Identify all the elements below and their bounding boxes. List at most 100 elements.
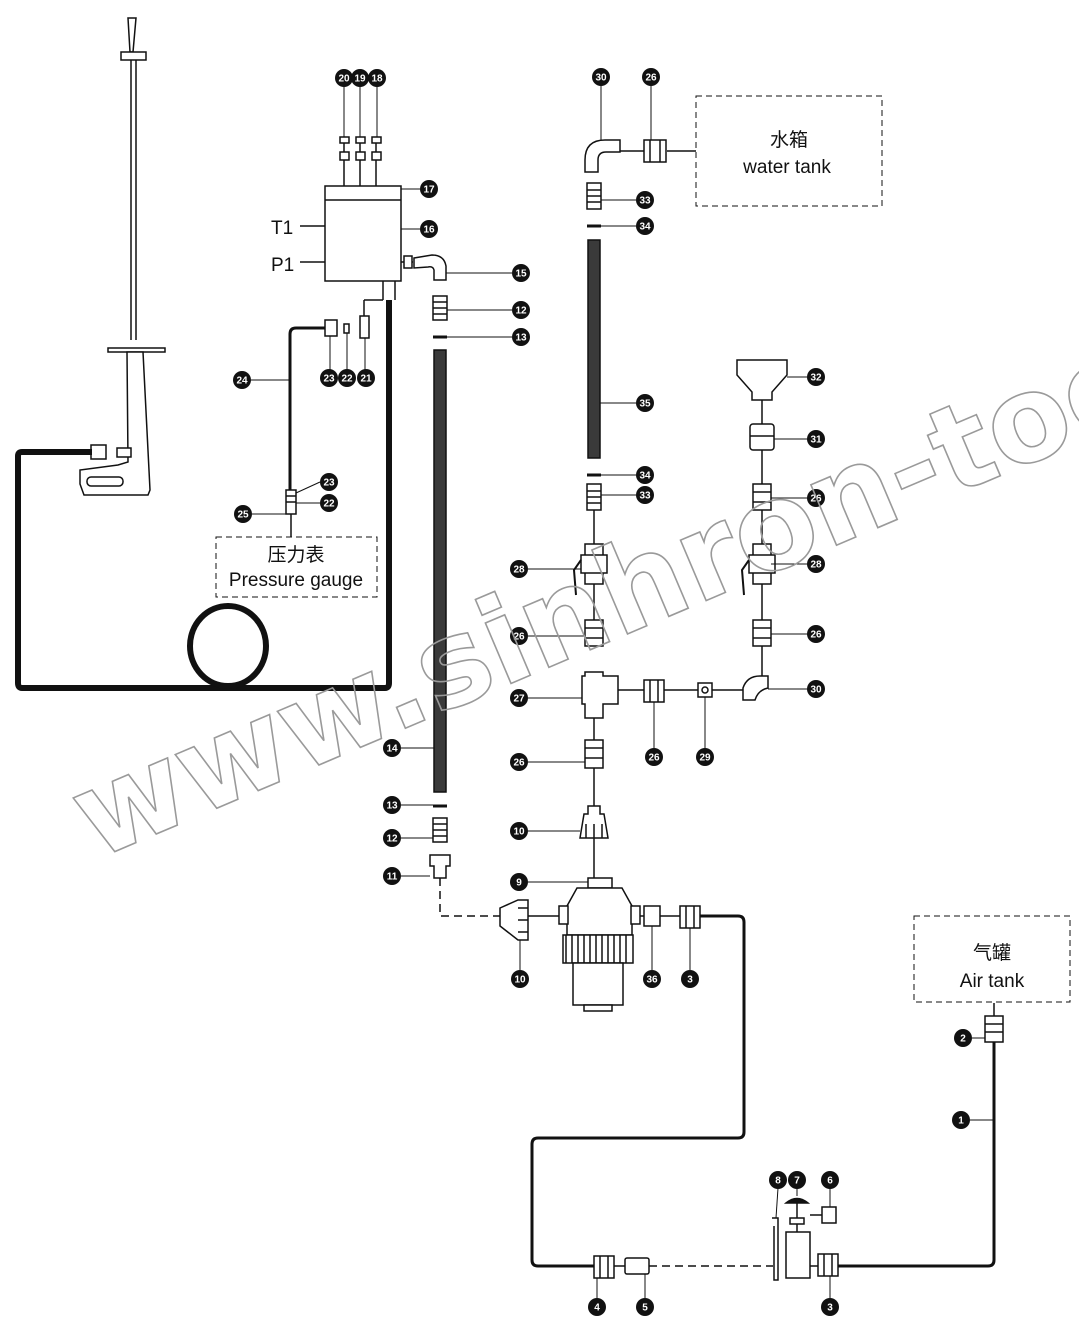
- callout-16: 16: [420, 220, 438, 238]
- callout-32: 32: [807, 368, 825, 386]
- nozzle-10-side: [499, 899, 529, 941]
- callout-11: 11: [383, 867, 401, 885]
- svg-text:15: 15: [515, 269, 527, 280]
- callout-24: 24: [233, 371, 251, 389]
- callout-26-left-a: 26: [510, 627, 528, 645]
- callout-13-top: 13: [512, 328, 530, 346]
- svg-text:33: 33: [639, 196, 651, 207]
- diagram-lines: [15, 17, 1071, 1298]
- water-tank-box: [695, 95, 883, 207]
- label-t1: T1: [271, 218, 293, 239]
- elbow-15: [413, 254, 447, 281]
- callout-10-top: 10: [510, 822, 528, 840]
- pressure-gauge-label-cn: 压力表: [267, 544, 324, 566]
- svg-text:13: 13: [386, 801, 398, 812]
- svg-text:20: 20: [338, 74, 350, 85]
- callout-20: 20: [335, 69, 353, 87]
- union-26-c: [584, 739, 604, 769]
- callout-9: 9: [510, 873, 528, 891]
- svg-text:3: 3: [827, 1303, 833, 1314]
- callout-25: 25: [234, 505, 252, 523]
- svg-text:12: 12: [386, 834, 398, 845]
- fitting-5: [624, 1257, 650, 1275]
- svg-text:30: 30: [810, 685, 822, 696]
- svg-text:13: 13: [515, 333, 527, 344]
- svg-text:23: 23: [323, 374, 335, 385]
- callout-31: 31: [807, 430, 825, 448]
- water-tank-label: water tank: [742, 157, 831, 178]
- svg-text:8: 8: [775, 1176, 781, 1187]
- valves-18-20: [339, 136, 382, 186]
- svg-text:17: 17: [423, 185, 435, 196]
- callout-22-b: 22: [320, 494, 338, 512]
- callout-29: 29: [696, 748, 714, 766]
- svg-text:36: 36: [646, 975, 658, 986]
- funnel-32: [736, 359, 788, 401]
- callout-36: 36: [643, 970, 661, 988]
- svg-text:10: 10: [514, 975, 526, 986]
- nozzle-10-top: [579, 805, 609, 839]
- callout-23-a: 23: [320, 369, 338, 387]
- svg-text:26: 26: [810, 630, 822, 641]
- callout-6: 6: [821, 1171, 839, 1189]
- callout-13-bottom: 13: [383, 796, 401, 814]
- callout-12-bottom: 12: [383, 829, 401, 847]
- callout-34-top: 34: [636, 217, 654, 235]
- gauge-line-24: [288, 326, 330, 490]
- filter-9: [558, 877, 641, 1012]
- svg-text:33: 33: [639, 491, 651, 502]
- tee-27: [581, 671, 619, 719]
- svg-text:30: 30: [595, 73, 607, 84]
- union-3-top: [679, 905, 701, 929]
- callout-28-right: 28: [807, 555, 825, 573]
- callout-14: 14: [383, 739, 401, 757]
- elbow-30-top: [584, 139, 621, 173]
- union-26-top: [643, 139, 667, 163]
- label-p1: P1: [271, 255, 294, 276]
- callout-34-bottom: 34: [636, 466, 654, 484]
- cap-31: [749, 423, 775, 451]
- callout-8: 8: [769, 1171, 787, 1189]
- svg-text:10: 10: [513, 827, 525, 838]
- svg-text:23: 23: [323, 478, 335, 489]
- svg-text:31: 31: [810, 435, 822, 446]
- svg-text:11: 11: [387, 872, 398, 883]
- callout-7: 7: [788, 1171, 806, 1189]
- callout-22-a: 22: [338, 369, 356, 387]
- air-line: [530, 914, 746, 1268]
- callout-2: 2: [954, 1029, 972, 1047]
- fitting-36: [643, 905, 661, 927]
- dashed-link-11: [439, 878, 500, 917]
- callout-33-top: 33: [636, 191, 654, 209]
- pressure-gauge-label: Pressure gauge: [229, 570, 363, 591]
- watermark: www.sinhron-too.kz: [52, 232, 1079, 887]
- callout-18: 18: [368, 69, 386, 87]
- svg-text:25: 25: [237, 510, 249, 521]
- callout-23-b: 23: [320, 473, 338, 491]
- svg-text:26: 26: [810, 494, 822, 505]
- fitting-2: [984, 1015, 1004, 1043]
- svg-text:5: 5: [642, 1303, 648, 1314]
- svg-text:12: 12: [515, 306, 527, 317]
- callout-30-right: 30: [807, 680, 825, 698]
- svg-text:7: 7: [794, 1176, 800, 1187]
- svg-text:28: 28: [513, 565, 525, 576]
- leader-lines: [251, 85, 994, 1298]
- svg-text:22: 22: [341, 374, 353, 385]
- callout-5: 5: [636, 1298, 654, 1316]
- callout-26-right-a: 26: [807, 489, 825, 507]
- callout-26-middle: 26: [645, 748, 663, 766]
- air-tank-box: [913, 915, 1071, 1003]
- air-tank-label-cn: 气罐: [973, 942, 1011, 964]
- callout-26-left-b: 26: [510, 753, 528, 771]
- svg-text:35: 35: [639, 399, 651, 410]
- svg-text:26: 26: [513, 758, 525, 769]
- svg-text:3: 3: [687, 975, 693, 986]
- callout-28-left: 28: [510, 560, 528, 578]
- callout-30-top: 30: [592, 68, 610, 86]
- air-tank-label: Air tank: [960, 971, 1025, 992]
- svg-text:18: 18: [371, 74, 383, 85]
- callout-21: 21: [357, 369, 375, 387]
- svg-text:28: 28: [810, 560, 822, 571]
